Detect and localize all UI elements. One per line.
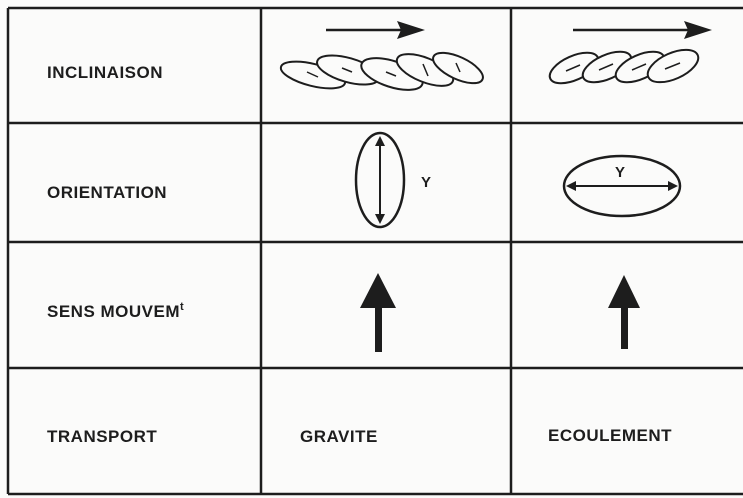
flow-direction-arrow-icon [326, 21, 425, 39]
row-label-inclinaison: INCLINAISON [47, 63, 163, 83]
ecoulement-movement-up-arrow-icon [608, 275, 640, 349]
imbricated-pebbles-icon [545, 43, 703, 89]
row-label-orientation: ORIENTATION [47, 183, 167, 203]
transport-value-gravite: GRAVITE [300, 427, 378, 447]
row-label-sens-mouvement: SENS MOUVEMt [47, 301, 184, 322]
ecoulement-inclinaison-diagram [545, 21, 712, 90]
transport-value-ecoulement: ECOULEMENT [548, 426, 672, 446]
row-label-sens-superscript: t [180, 301, 184, 313]
row-label-sens-text: SENS MOUVEM [47, 302, 180, 321]
gravite-y-axis-label: Y [421, 174, 431, 191]
ecoulement-y-axis-label: Y [615, 164, 625, 181]
gravite-orientation-pebble-icon [356, 133, 404, 227]
row-label-transport: TRANSPORT [47, 427, 157, 447]
flow-direction-arrow-icon [573, 21, 712, 39]
imbricated-pebbles-icon [278, 47, 487, 97]
gravite-movement-up-arrow-icon [360, 273, 396, 352]
gravite-inclinaison-diagram [278, 21, 487, 96]
